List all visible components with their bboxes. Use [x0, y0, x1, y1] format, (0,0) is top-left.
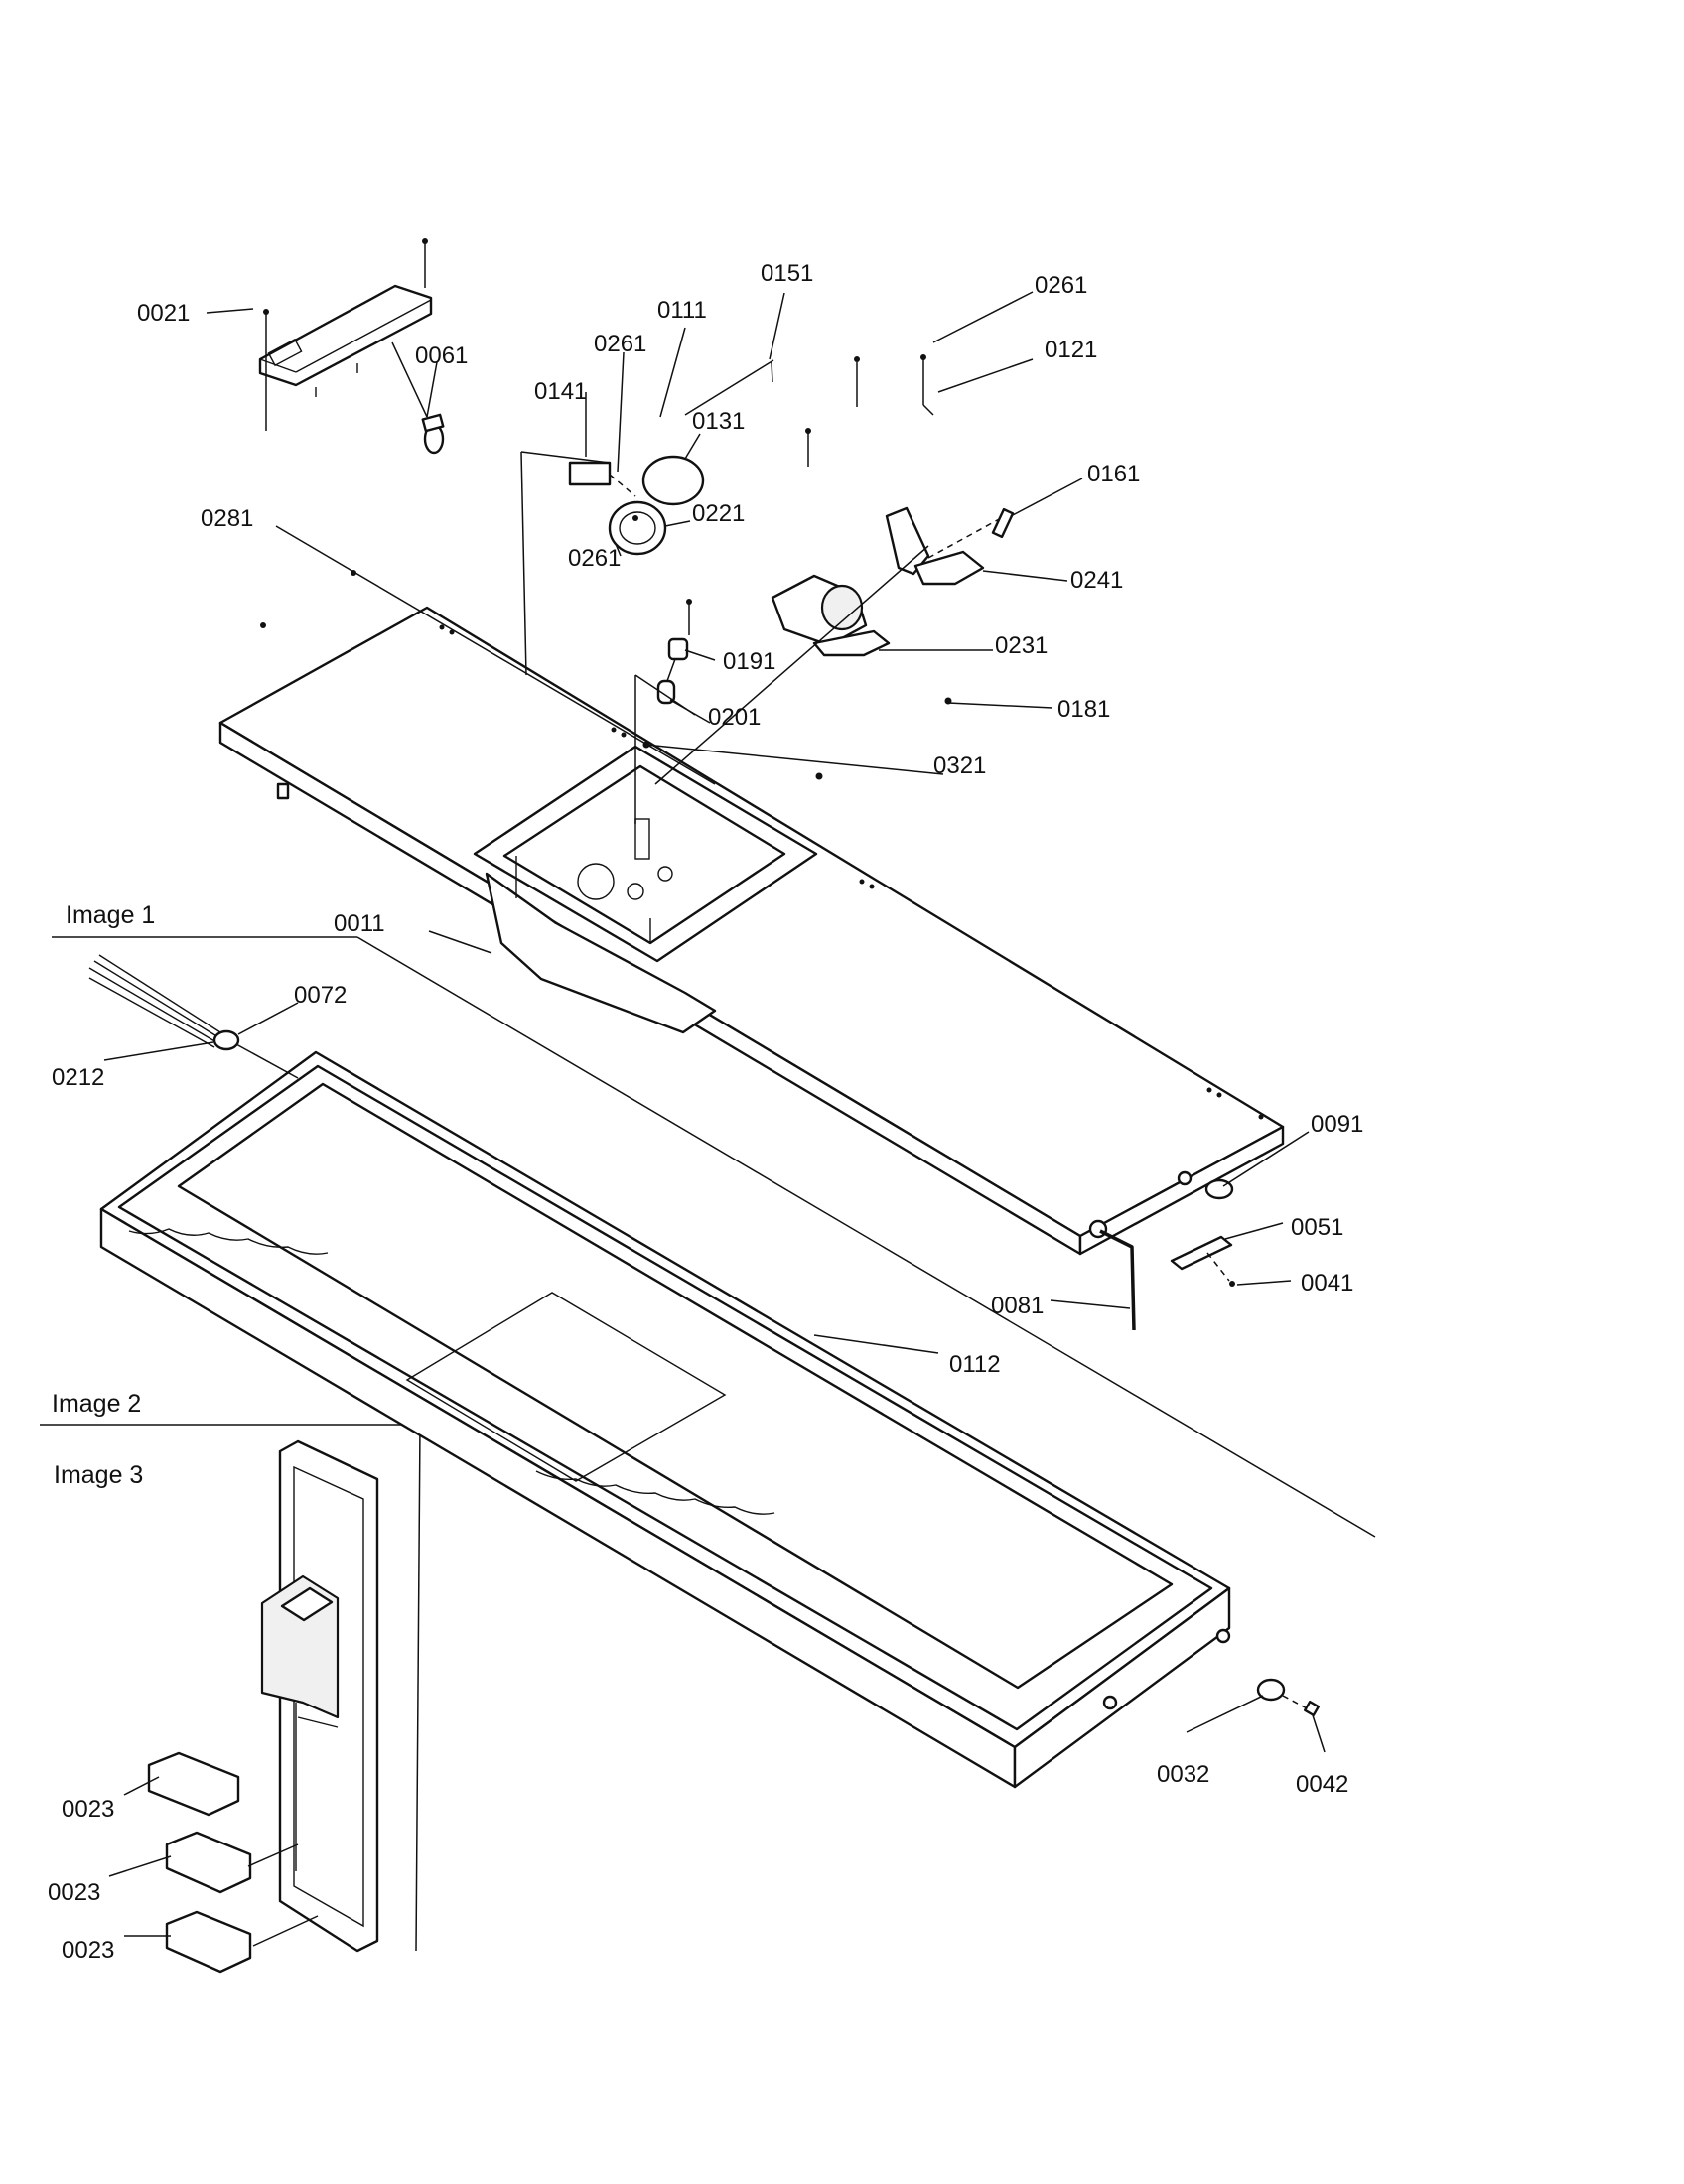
- cutout-inner: [502, 764, 786, 945]
- label-0131: 0131: [692, 408, 745, 435]
- label-0011: 0011: [334, 910, 385, 937]
- label-0141: 0141: [534, 378, 587, 405]
- door-bin-middle: [165, 1831, 252, 1894]
- section-label-image2: Image 2: [52, 1390, 141, 1418]
- label-0221: 0221: [692, 500, 745, 527]
- label-0091: 0091: [1311, 1111, 1363, 1138]
- hinge-plate: [1170, 1235, 1233, 1271]
- motor-cover: [641, 455, 705, 506]
- label-0042: 0042: [1296, 1771, 1348, 1798]
- part-labels: 0021 0061 0261 0111 0151 0261 0121 0141 …: [48, 260, 1363, 1964]
- section-label-image3: Image 3: [54, 1461, 143, 1489]
- label-0023-c: 0023: [62, 1937, 114, 1964]
- label-0121: 0121: [1045, 337, 1097, 363]
- label-0112: 0112: [949, 1351, 1001, 1378]
- label-0191: 0191: [723, 648, 775, 675]
- label-0032: 0032: [1157, 1761, 1209, 1788]
- panel-opening: [177, 1082, 1174, 1690]
- label-0261-a: 0261: [594, 331, 646, 357]
- top-cover-assembly: [218, 606, 1285, 1256]
- label-0181: 0181: [1057, 696, 1110, 723]
- grommet: [212, 1029, 240, 1051]
- dispenser-cup: [280, 1586, 334, 1622]
- label-0321: 0321: [933, 752, 986, 779]
- door-hinge: [1256, 1678, 1321, 1717]
- section-dividers: [40, 936, 1376, 1952]
- label-0023-b: 0023: [48, 1879, 100, 1906]
- label-0281: 0281: [201, 505, 253, 532]
- label-0261-c: 0261: [568, 545, 621, 572]
- label-0241: 0241: [1070, 567, 1123, 594]
- label-0051: 0051: [1291, 1214, 1343, 1241]
- section-labels: Image 1 Image 2 Image 3: [52, 901, 155, 1489]
- leader-lines: [103, 291, 1326, 1937]
- label-0261-b: 0261: [1035, 272, 1087, 299]
- motor-bracket: [568, 461, 612, 486]
- label-0072: 0072: [294, 982, 347, 1009]
- label-0021: 0021: [137, 300, 190, 327]
- door-and-bins: [147, 1439, 379, 1974]
- control-housing: [258, 238, 445, 455]
- section-label-image1: Image 1: [66, 901, 155, 929]
- frame-end-face: [1013, 1586, 1231, 1789]
- control-housing-body: [258, 284, 433, 387]
- tube-and-hinge: [1099, 1178, 1235, 1331]
- label-0201: 0201: [708, 704, 761, 731]
- door-bin-upper: [147, 1751, 240, 1817]
- chute-switch: [667, 637, 689, 661]
- screws: [260, 354, 952, 780]
- label-0023-a: 0023: [62, 1796, 114, 1823]
- label-0151: 0151: [761, 260, 813, 287]
- water-paddle: [913, 550, 985, 586]
- hinge-screw: [1303, 1700, 1321, 1717]
- actuator-paddle: [812, 629, 891, 657]
- door-frame-assembly: [99, 1050, 1231, 1789]
- label-0212: 0212: [52, 1064, 104, 1091]
- hinge-bushing: [1256, 1678, 1286, 1702]
- label-0041: 0041: [1301, 1270, 1353, 1297]
- chute-parts: [634, 637, 696, 824]
- label-0231: 0231: [995, 632, 1048, 659]
- label-0161: 0161: [1087, 461, 1140, 487]
- end-hole: [1177, 1170, 1193, 1186]
- label-0061: 0061: [415, 342, 468, 369]
- lever-pin: [991, 507, 1015, 539]
- dispenser-housing: [485, 872, 717, 1034]
- motor: [608, 500, 667, 556]
- cover-end-face: [1078, 1125, 1285, 1256]
- label-0111: 0111: [657, 297, 707, 324]
- door-bin-lower: [165, 1910, 252, 1974]
- wire-harness: [88, 954, 299, 1079]
- label-0081: 0081: [991, 1293, 1044, 1319]
- dispenser-actuators: [654, 506, 1015, 785]
- auger-motor-assembly: [520, 359, 774, 676]
